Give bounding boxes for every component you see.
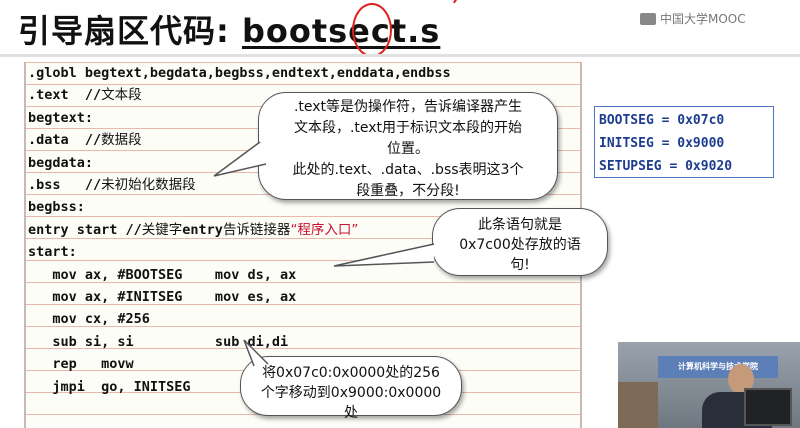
code-token: .globl begtext,begdata,begbss,endtext,en… [28,65,451,81]
code-line: start: [28,241,77,263]
code-token: mov ax, #BOOTSEG mov ds, ax [28,266,297,283]
code-token: .text // [28,87,102,104]
callout-line: 个字移动到0x9000:0x0000 [260,385,442,401]
callout-line: 此条语句就是 [478,217,562,233]
red-pen-mark [453,0,467,8]
code-line: .data //数据段 [28,129,142,151]
code-token: mov ax, #INITSEG mov es, ax [28,289,297,305]
callout-pseudo-ops: .text等是伪操作符，告诉编译器产生文本段，.text用于标识文本段的开始位置… [258,92,558,200]
segment-constants-box: BOOTSEG = 0x07c0 INITSEG = 0x9000 SETUPS… [594,106,774,178]
red-circle-annotation [352,3,392,57]
callout-move: 将0x07c0:0x0000处的256 个字移动到0x9000:0x0000 处 [240,356,462,421]
panel-stripe [26,282,580,283]
panel-stripe [26,84,580,85]
slide-title: 引导扇区代码: bootsect.s [18,6,440,52]
code-line: .globl begtext,begdata,begbss,endtext,en… [28,62,451,84]
code-line: rep movw [28,353,134,375]
callout-line: 此处的.text、.data、.bss表明这3个 [292,162,524,178]
code-token: .bss // [28,177,102,193]
callout-line: 文本段，.text用于标识文本段的开始 [293,120,523,136]
callout-line: .text等是伪操作符，告诉编译器产生 [293,99,523,115]
code-line: begtext: [28,107,93,129]
segment-bootseg: BOOTSEG = 0x07c0 [599,113,725,128]
title-filename: bootsect.s [241,12,441,50]
code-line: mov ax, #BOOTSEG mov ds, ax [28,264,296,286]
callout-tail-pseudo-ops [213,141,267,177]
title-prefix: 引导扇区代码: [18,12,242,50]
code-line: .text //文本段 [28,84,142,106]
code-token: jmpi go, INITSEG [28,378,191,395]
code-line: mov cx, #256 [28,308,150,330]
lecturer-video: 计算机科学与技术学院 [618,342,800,428]
code-token: begbss: [28,199,85,216]
mooc-logo-icon [640,12,656,25]
code-token: entry [182,221,223,238]
callout-line: 0x7c00处存放的语 [459,237,581,253]
callout-storage: 此条语句就是 0x7c00处存放的语句! [432,208,608,276]
segment-initseg: INITSEG = 0x9000 [599,136,725,151]
segment-setupseg: SETUPSEG = 0x9020 [599,159,733,174]
code-token: 关键字 [141,221,183,238]
callout-tail-move [243,339,269,367]
code-line: jmpi go, INITSEG [28,376,191,398]
code-token: 数据段 [101,132,142,149]
callout-line: 位置。 [387,141,429,157]
callout-line: 段重叠，不分段! [356,183,460,199]
panel-stripe [26,216,580,217]
code-line: entry start //关键字entry告诉链接器“程序入口” [28,219,358,241]
code-token: “程序入口” [290,221,359,238]
panel-stripe [26,62,580,63]
code-token: entry start // [28,221,142,238]
code-line: begbss: [28,196,85,218]
callout-line: 将0x07c0:0x0000处的256 [262,365,440,381]
video-bookshelf [618,382,658,428]
code-token: start: [28,244,77,261]
title-bar: 引导扇区代码: bootsect.s 中国大学MOOC [0,0,800,57]
code-line: .bss //未初始化数据段 [28,174,196,196]
panel-stripe [26,238,580,239]
callout-line: 处 [344,405,358,421]
code-line: begdata: [28,152,93,174]
mooc-text: 中国大学MOOC [660,12,746,26]
code-token: sub si, si sub di,di [28,333,289,350]
callout-line: 句! [510,257,530,273]
code-token: begdata: [28,154,94,171]
panel-stripe [26,326,580,327]
code-token: .data // [28,132,102,149]
code-token: mov cx, #256 [28,311,150,328]
title-divider [0,54,800,57]
callout-tail-storage [333,243,435,267]
panel-stripe [26,348,580,349]
video-banner: 计算机科学与技术学院 [658,356,778,378]
code-token: 告诉链接器 [222,221,291,238]
code-line: mov ax, #INITSEG mov es, ax [28,286,296,308]
video-monitor [744,388,792,426]
mooc-watermark: 中国大学MOOC [640,10,746,27]
panel-stripe [26,260,580,261]
panel-stripe [26,304,580,305]
code-line: sub si, si sub di,di [28,331,288,353]
code-token: 未初始化数据段 [101,177,196,193]
code-token: 文本段 [101,87,142,104]
code-token: rep movw [28,356,134,373]
code-token: begtext: [28,109,94,126]
